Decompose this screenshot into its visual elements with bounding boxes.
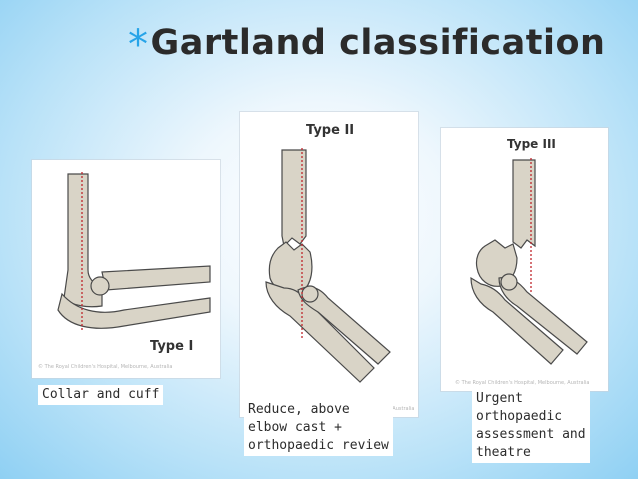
type-1-image: Type I © The Royal Children's Hospital, … (32, 160, 220, 378)
copyright-text: © The Royal Children's Hospital, Melbour… (38, 363, 172, 370)
forearm-ulna (265, 281, 375, 383)
caption-type-1: Collar and cuff (38, 385, 164, 405)
caption-type-2-line-1: Reduce, above (248, 402, 350, 417)
copyright-text: © The Royal Children's Hospital, Melbour… (455, 379, 589, 386)
caption-type-1-line-1: Collar and cuff (42, 387, 160, 402)
type-label: Type I (150, 339, 193, 354)
title-bullet: * (128, 22, 149, 68)
type-2-image: Type II © The Royal Children's Hospital,… (240, 112, 418, 417)
type-3-image: Type III © The Royal Children's Hospital… (441, 128, 608, 391)
humerus-shaft (512, 159, 536, 249)
caption-type-3-line-1: Urgent (476, 391, 523, 406)
caption-type-3-line-2: orthopaedic (476, 409, 563, 424)
humerus-shaft (281, 149, 307, 248)
forearm-ulna (57, 292, 211, 329)
type-2-elbow-illustration: Type II © The Royal Children's Hospital,… (265, 123, 414, 412)
type-1-elbow-illustration: Type I © The Royal Children's Hospital, … (38, 172, 211, 370)
type-label: Type III (507, 137, 556, 151)
radial-head (90, 276, 110, 296)
forearm-radius (101, 265, 211, 291)
caption-type-3: Urgent orthopaedic assessment and theatr… (472, 389, 590, 463)
radial-head (301, 285, 319, 303)
caption-type-2-line-2: elbow cast + (248, 420, 342, 435)
caption-type-2-line-3: orthopaedic review (248, 438, 389, 453)
title-text: Gartland classification (150, 23, 606, 63)
slide-title: *Gartland classification (128, 22, 605, 68)
forearm-ulna (470, 276, 564, 365)
radial-head (500, 273, 518, 291)
type-3-elbow-illustration: Type III © The Royal Children's Hospital… (455, 137, 589, 386)
caption-type-3-line-3: assessment and (476, 427, 586, 442)
type-label: Type II (306, 123, 354, 138)
caption-type-3-line-4: theatre (476, 445, 531, 460)
caption-type-2: Reduce, above elbow cast + orthopaedic r… (244, 400, 393, 456)
